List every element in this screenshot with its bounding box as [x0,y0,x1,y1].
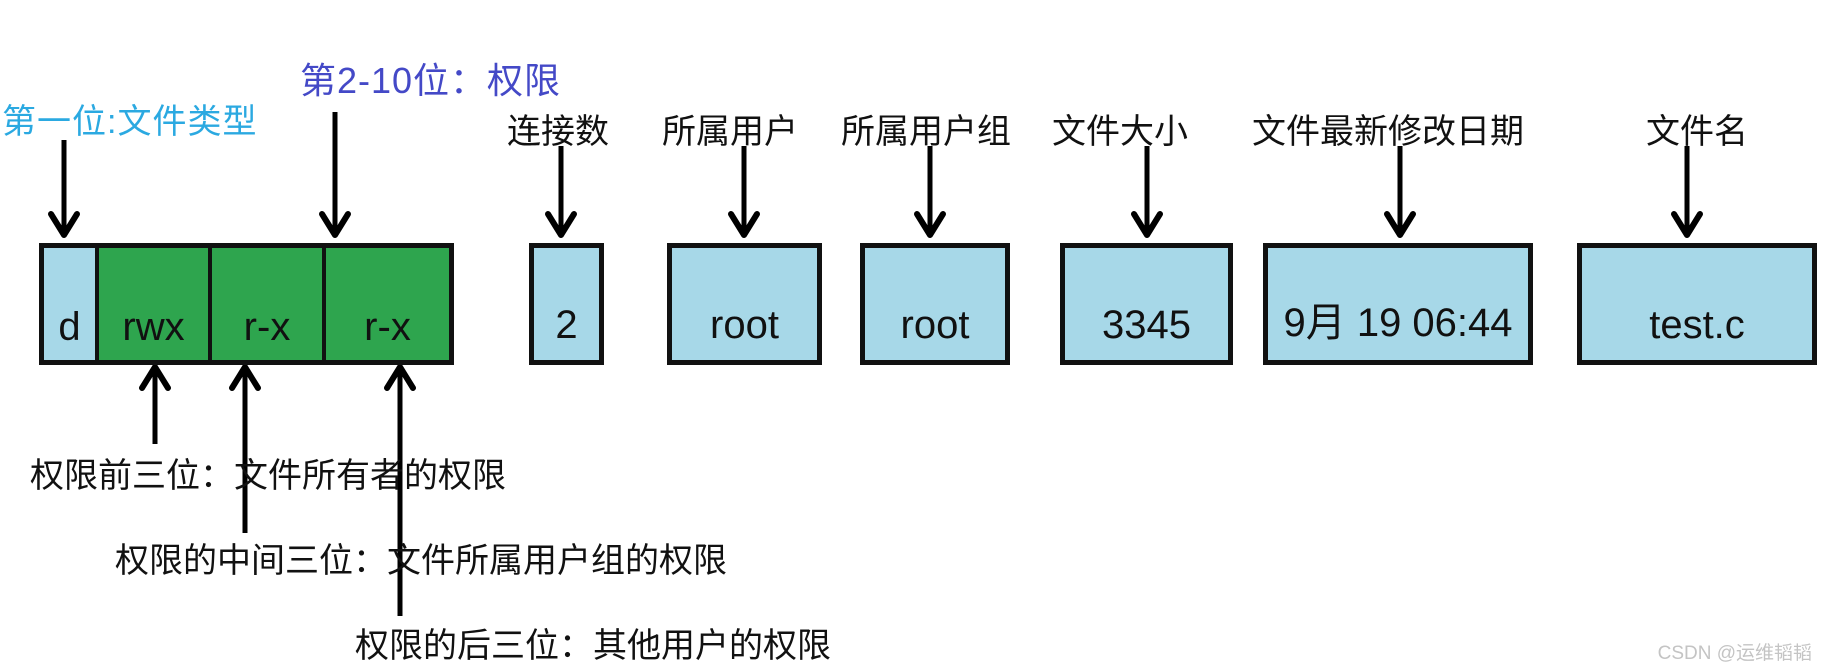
owner-box: root [667,243,822,365]
group-perm-annotation: 权限的中间三位：文件所属用户组的权限 [115,542,727,580]
column-label-size: 文件大小 [1052,113,1188,151]
permission-string-box: d rwx r-x r-x [39,243,454,365]
group-perm-cell: r-x [212,248,326,360]
modified-date-box: 9月 19 06:44 [1263,243,1533,365]
column-label-modified-date: 文件最新修改日期 [1252,113,1524,151]
column-label-file-name: 文件名 [1646,113,1748,151]
owner-perm-annotation: 权限前三位：文件所有者的权限 [30,457,506,495]
arrow-owner-perm [139,364,171,444]
owner-perm-cell: rwx [99,248,212,360]
column-label-owner: 所属用户 [662,113,798,151]
arrow-file-name [1671,146,1703,238]
size-box: 3345 [1060,243,1233,365]
arrow-modified-date [1384,146,1416,238]
permission-range-annotation: 第2-10位：权限 [300,60,562,101]
file-type-annotation: 第一位:文件类型 [2,103,258,141]
file-name-box: test.c [1577,243,1817,365]
file-type-cell: d [44,248,99,360]
group-box: root [860,243,1010,365]
arrow-group [914,146,946,238]
other-perm-cell: r-x [326,248,449,360]
arrow-link-count [545,146,577,238]
other-perm-annotation: 权限的后三位：其他用户的权限 [355,627,831,665]
arrow-permissions [319,112,351,238]
column-label-link-count: 连接数 [507,113,609,151]
arrow-owner [728,146,760,238]
arrow-size [1131,146,1163,238]
watermark: CSDN @运维韬韬 [1657,643,1812,664]
arrow-file-type [48,140,80,238]
link-count-box: 2 [529,243,604,365]
column-label-group: 所属用户组 [841,113,1011,151]
